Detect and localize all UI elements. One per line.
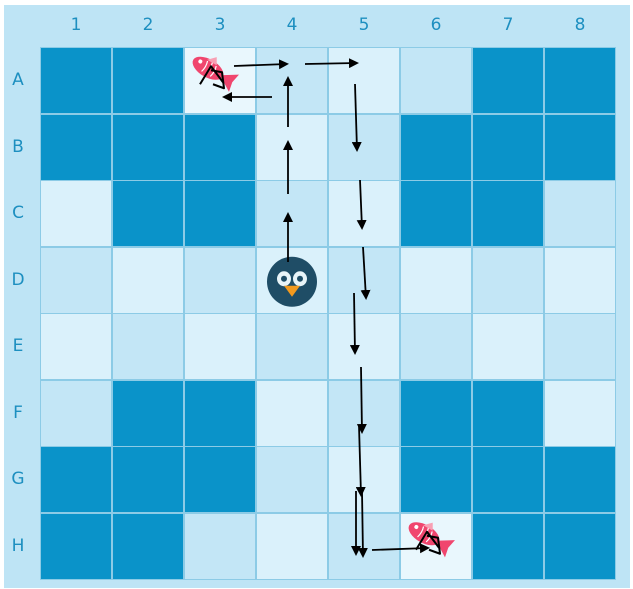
path-arrow xyxy=(362,491,363,556)
penguin-icon xyxy=(267,257,317,307)
path-arrow xyxy=(372,548,428,550)
path-arrow xyxy=(359,426,361,495)
path-arrow xyxy=(360,180,362,228)
fish-icon xyxy=(404,513,457,557)
path-arrow xyxy=(355,84,357,150)
path-arrow xyxy=(363,247,366,298)
path-arrow xyxy=(305,63,357,64)
path-arrow xyxy=(234,64,287,66)
fish-icon xyxy=(188,48,241,92)
path-arrow xyxy=(354,293,355,353)
path-arrow xyxy=(361,367,362,432)
